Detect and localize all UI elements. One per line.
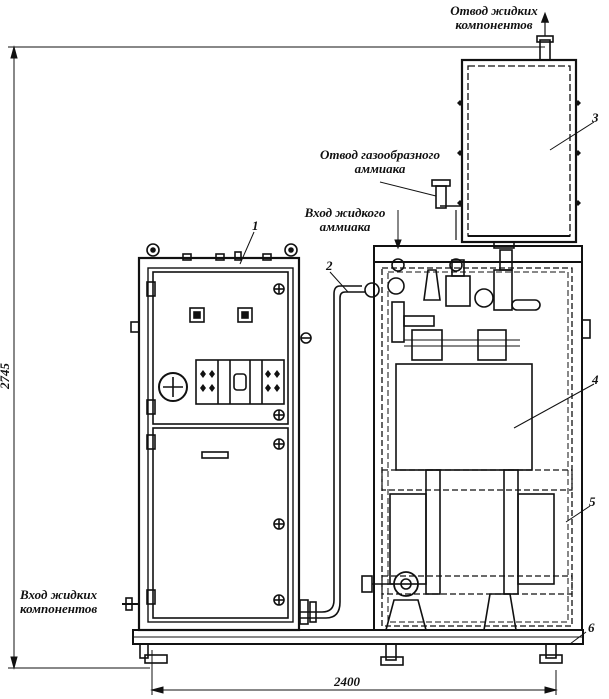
ammonia-inlet-label: Вход жидкого аммиака: [290, 206, 400, 234]
liquid-outlet-label-line-2: компонентов: [455, 17, 533, 32]
liquid-inlet-label: Вход жидких компонентов: [20, 588, 97, 616]
ammonia-inlet-label-line-2: аммиака: [319, 219, 371, 234]
liquid-outlet-label: Отвод жидких компонентов: [428, 4, 560, 32]
callout-3: 3: [592, 110, 599, 125]
base-frame: [132, 629, 584, 666]
ammonia-inlet-label-line-1: Вход жидкого: [304, 205, 386, 220]
callout-5: 5: [589, 494, 596, 509]
connecting-pipe: [299, 285, 365, 625]
gas-outlet-label: Отвод газообразного аммиака: [300, 148, 460, 176]
gas-outlet-label-line-2: аммиака: [354, 161, 406, 176]
width-dimension-value: 2400: [334, 674, 360, 689]
height-dimension: [8, 45, 545, 670]
callout-6: 6: [588, 620, 595, 635]
liquid-outlet-label-line-1: Отвод жидких: [450, 3, 538, 18]
liquid-inlet-label-line-2: компонентов: [20, 601, 98, 616]
liquid-inlet-label-line-1: Вход жидких: [20, 587, 98, 602]
process-frame: [361, 245, 591, 631]
callout-2: 2: [326, 258, 333, 273]
top-separator-tank: [431, 11, 581, 249]
callout-4: 4: [592, 372, 599, 387]
control-cabinet: [122, 243, 312, 632]
width-dimension: [150, 650, 558, 695]
gas-outlet-label-line-1: Отвод газообразного: [320, 147, 440, 162]
callout-1: 1: [252, 218, 259, 233]
callout-leaders: [239, 121, 595, 645]
height-dimension-value: 2745: [0, 363, 12, 389]
